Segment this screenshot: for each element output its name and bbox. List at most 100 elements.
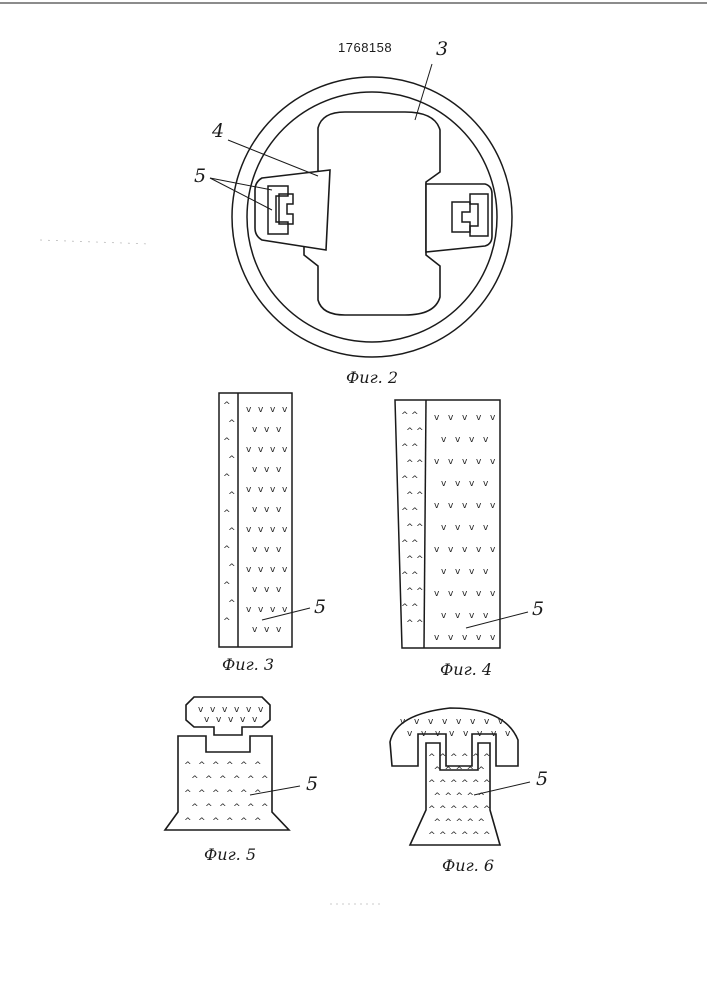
fig5-texture-mark-cap: v bbox=[216, 715, 222, 725]
fig5-drawing: vvvvvvvvvvv^^^^^^^^^^^^^^^^^^^^^^^^^^^^^… bbox=[165, 697, 300, 830]
fig4-texture-mark-outer: ^ bbox=[406, 427, 414, 437]
fig5-texture-mark-base: ^ bbox=[233, 775, 241, 785]
fig6-texture-mark-cap: v bbox=[477, 729, 483, 739]
fig6-texture-mark-stem: ^ bbox=[439, 753, 447, 763]
fig3-texture-mark-inner: v bbox=[258, 405, 264, 415]
fig6-texture-mark-stem: ^ bbox=[478, 818, 486, 828]
fig3-texture-mark-inner: v bbox=[258, 525, 264, 535]
fig3-texture-mark-inner: v bbox=[246, 605, 252, 615]
fig6-texture-mark-cap: v bbox=[414, 717, 420, 727]
fig5-texture-mark-base: ^ bbox=[247, 803, 255, 813]
fig3-texture-mark-inner: v bbox=[258, 565, 264, 575]
fig4-texture-mark-inner: v bbox=[490, 589, 496, 599]
fig3-texture-mark-inner: v bbox=[270, 485, 276, 495]
fig5-texture-mark-base: ^ bbox=[219, 803, 227, 813]
fig3-texture-mark-inner: v bbox=[276, 625, 282, 635]
fig2-leader-3 bbox=[415, 64, 432, 120]
fig4-texture-mark-outer: ^ bbox=[401, 603, 409, 613]
fig4-texture-mark-outer: ^ bbox=[406, 459, 414, 469]
fig5-texture-mark-cap: v bbox=[210, 705, 216, 715]
fig6-texture-mark-cap: v bbox=[456, 717, 462, 727]
fig6-texture-mark-stem: ^ bbox=[461, 753, 469, 763]
fig6-texture-mark-stem: ^ bbox=[472, 805, 480, 815]
fig4-texture-mark-inner: v bbox=[434, 545, 440, 555]
fig6-texture-mark-stem: ^ bbox=[456, 818, 464, 828]
fig4-texture-mark-outer: ^ bbox=[416, 555, 424, 565]
fig4-texture-mark-outer: ^ bbox=[416, 427, 424, 437]
fig5-texture-mark-base: ^ bbox=[184, 817, 192, 827]
fig4-texture-mark-outer: ^ bbox=[401, 539, 409, 549]
fig6-texture-mark-stem: ^ bbox=[434, 818, 442, 828]
fig6-texture-mark-stem: ^ bbox=[445, 792, 453, 802]
ref-label-5-fig3: 5 bbox=[314, 596, 326, 618]
fig5-texture-mark-base: ^ bbox=[184, 789, 192, 799]
fig5-texture-mark-base: ^ bbox=[212, 817, 220, 827]
fig6-texture-mark-cap: v bbox=[442, 717, 448, 727]
fig3-texture-mark-inner: v bbox=[252, 585, 258, 595]
fig3-texture-mark-inner: v bbox=[270, 445, 276, 455]
fig6-texture-mark-stem: ^ bbox=[478, 766, 486, 776]
fig4-texture-mark-inner: v bbox=[469, 523, 475, 533]
fig4-texture-mark-inner: v bbox=[483, 435, 489, 445]
fig5-texture-mark-base: ^ bbox=[247, 775, 255, 785]
fig3-texture-mark-outer: ^ bbox=[228, 599, 236, 609]
fig2-drawing bbox=[210, 64, 512, 357]
fig3-texture-mark-inner: v bbox=[264, 505, 270, 515]
fig3-texture-mark-inner: v bbox=[246, 445, 252, 455]
fig4-texture-mark-inner: v bbox=[441, 523, 447, 533]
fig6-texture-mark-stem: ^ bbox=[472, 831, 480, 841]
fig6-texture-mark-stem: ^ bbox=[456, 792, 464, 802]
ref-label-3: 3 bbox=[436, 38, 448, 60]
fig3-texture-mark-outer: ^ bbox=[228, 491, 236, 501]
fig5-texture-mark-base: ^ bbox=[226, 761, 234, 771]
fig3-texture-mark-inner: v bbox=[282, 405, 288, 415]
fig4-texture-mark-outer: ^ bbox=[401, 571, 409, 581]
scan-speck-line bbox=[40, 240, 150, 244]
fig5-texture-mark-base: ^ bbox=[226, 817, 234, 827]
fig3-texture-mark-inner: v bbox=[264, 425, 270, 435]
fig3-texture-mark-outer: ^ bbox=[228, 455, 236, 465]
fig4-texture-mark-inner: v bbox=[455, 523, 461, 533]
fig4-texture-mark-inner: v bbox=[441, 479, 447, 489]
fig5-texture-mark-base: ^ bbox=[240, 817, 248, 827]
fig3-texture-mark-inner: v bbox=[246, 565, 252, 575]
ref-label-5-fig2: 5 bbox=[194, 165, 206, 187]
fig6-texture-mark-stem: ^ bbox=[483, 805, 491, 815]
fig4-texture: ^^^^^^^^^^^^^^^^^^^^^^^^^^^^vvvvvvvvvvvv… bbox=[401, 411, 496, 643]
fig5-texture-mark-base: ^ bbox=[191, 803, 199, 813]
fig3-texture-mark-inner: v bbox=[264, 465, 270, 475]
caption-fig2: Фиг. 2 bbox=[346, 368, 398, 387]
fig3-texture-mark-inner: v bbox=[276, 505, 282, 515]
ref-label-4: 4 bbox=[212, 120, 224, 142]
fig4-texture-mark-inner: v bbox=[476, 633, 482, 643]
fig6-texture-mark-stem: ^ bbox=[434, 766, 442, 776]
fig6-texture-mark-stem: ^ bbox=[467, 818, 475, 828]
fig4-texture-mark-outer: ^ bbox=[411, 539, 419, 549]
fig4-texture-mark-inner: v bbox=[434, 589, 440, 599]
caption-fig3: Фиг. 3 bbox=[222, 655, 274, 674]
fig6-texture-mark-stem: ^ bbox=[439, 805, 447, 815]
fig3-texture-mark-inner: v bbox=[252, 545, 258, 555]
fig6-texture-mark-stem: ^ bbox=[450, 805, 458, 815]
fig4-layer-boundary bbox=[424, 400, 426, 648]
fig6-texture-mark-stem: ^ bbox=[450, 753, 458, 763]
fig6-texture-mark-stem: ^ bbox=[439, 779, 447, 789]
fig4-texture-mark-outer: ^ bbox=[416, 523, 424, 533]
fig6-texture-mark-stem: ^ bbox=[450, 831, 458, 841]
fig3-texture-mark-outer: ^ bbox=[223, 509, 231, 519]
fig5-texture-mark-base: ^ bbox=[198, 761, 206, 771]
fig4-texture-mark-inner: v bbox=[448, 413, 454, 423]
fig4-texture-mark-inner: v bbox=[469, 611, 475, 621]
fig4-texture-mark-inner: v bbox=[448, 501, 454, 511]
fig6-texture-mark-stem: ^ bbox=[428, 753, 436, 763]
fig3-texture-mark-inner: v bbox=[258, 605, 264, 615]
fig4-texture-mark-inner: v bbox=[490, 545, 496, 555]
fig4-texture-mark-inner: v bbox=[448, 457, 454, 467]
fig6-texture-mark-stem: ^ bbox=[439, 831, 447, 841]
fig6-texture-mark-stem: ^ bbox=[472, 779, 480, 789]
fig4-texture-mark-inner: v bbox=[462, 633, 468, 643]
fig5-base-piece bbox=[165, 736, 289, 830]
fig5-texture-mark-cap: v bbox=[240, 715, 246, 725]
fig4-texture-mark-inner: v bbox=[455, 611, 461, 621]
